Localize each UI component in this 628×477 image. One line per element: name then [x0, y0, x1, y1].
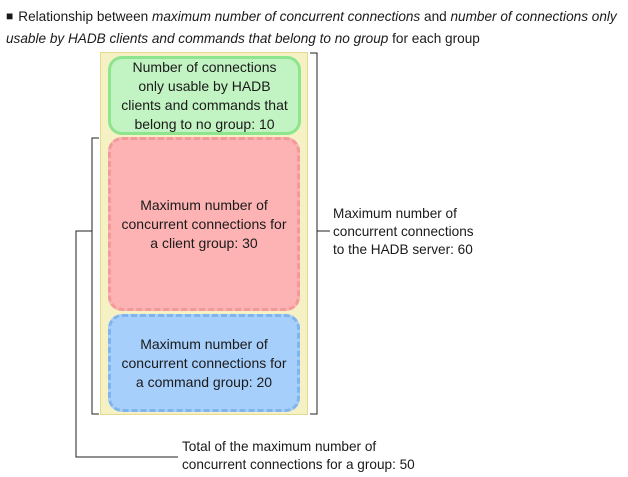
heading-text-3: for each group: [388, 31, 480, 46]
heading-text-1: Relationship between: [18, 9, 153, 24]
group-total-leader: [75, 230, 178, 458]
heading-italic-2: number of connections only usable by HAD…: [6, 9, 617, 46]
server-total-label: Maximum number of concurrent connections…: [333, 206, 474, 257]
heading-text-2: and: [420, 9, 451, 24]
no-group-connections-box: Number of connections only usable by HAD…: [108, 56, 301, 135]
group-total-bracket: [91, 137, 99, 415]
server-total-bracket: [310, 52, 318, 415]
group-total-label: Total of the maximum number of concurren…: [182, 439, 415, 472]
diagram-heading: ■ Relationship between maximum number of …: [6, 6, 622, 49]
client-group-connections-box: Maximum number of concurrent connections…: [108, 137, 300, 311]
heading-italic-1: maximum number of concurrent connections: [152, 9, 421, 24]
command-group-connections-box: Maximum number of concurrent connections…: [108, 314, 300, 412]
square-bullet-icon: ■: [6, 9, 14, 23]
